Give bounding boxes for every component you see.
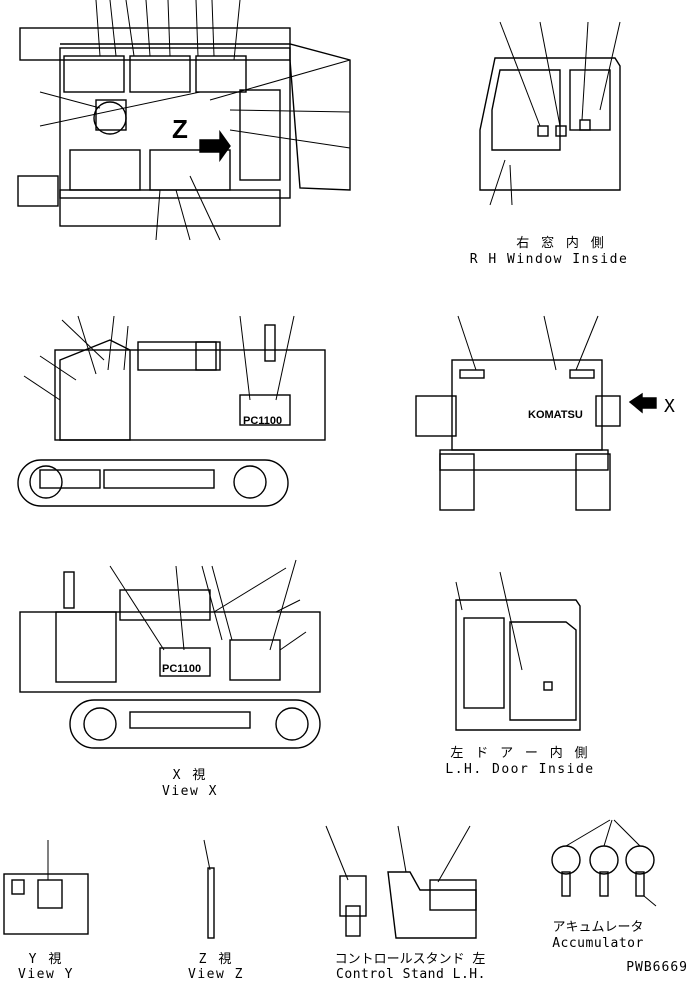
- side-view-machine: PC1100: [17, 315, 326, 507]
- drawing-code: PWB6669: [626, 960, 688, 975]
- lh-door-caption-en: L.H. Door Inside: [445, 762, 595, 777]
- view-z-part: [203, 839, 215, 939]
- view-x-caption-jp: X 視: [172, 768, 208, 783]
- rh-window-caption-en: R H Window Inside: [469, 252, 629, 267]
- view-y-caption-en: View Y: [18, 967, 74, 982]
- rh-window-caption-jp: 右 窓 内 側: [516, 236, 606, 251]
- view-x-caption-en: View X: [162, 784, 218, 799]
- top-view-machine: Z: [17, 0, 351, 241]
- rh-window-view: [479, 21, 621, 206]
- accumulator-caption-jp: アキュムレータ: [552, 920, 644, 935]
- view-x-machine: PC1100: [19, 559, 321, 749]
- lh-door-caption-jp: 左 ド ア ー 内 側: [450, 746, 590, 761]
- accumulator-caption-en: Accumulator: [552, 936, 644, 951]
- control-stand-part: [325, 825, 477, 939]
- side-model-label: PC1100: [243, 415, 282, 427]
- view-y-part: [3, 840, 89, 935]
- view-z-caption-en: View Z: [188, 967, 244, 982]
- accumulator-part: [551, 819, 657, 907]
- view-z-caption-jp: Z 視: [198, 952, 234, 967]
- rear-brand-label: KOMATSU: [528, 409, 583, 421]
- lh-door-view: [455, 571, 581, 731]
- view-x-marker: X: [664, 396, 675, 417]
- control-stand-caption-en: Control Stand L.H.: [336, 967, 486, 982]
- view-x-model-label: PC1100: [162, 663, 201, 675]
- view-y-caption-jp: Y 視: [28, 952, 64, 967]
- view-z-marker: Z: [172, 114, 188, 144]
- control-stand-caption-jp: コントロールスタンド 左: [334, 952, 486, 967]
- rear-view-machine: KOMATSU X: [415, 315, 675, 511]
